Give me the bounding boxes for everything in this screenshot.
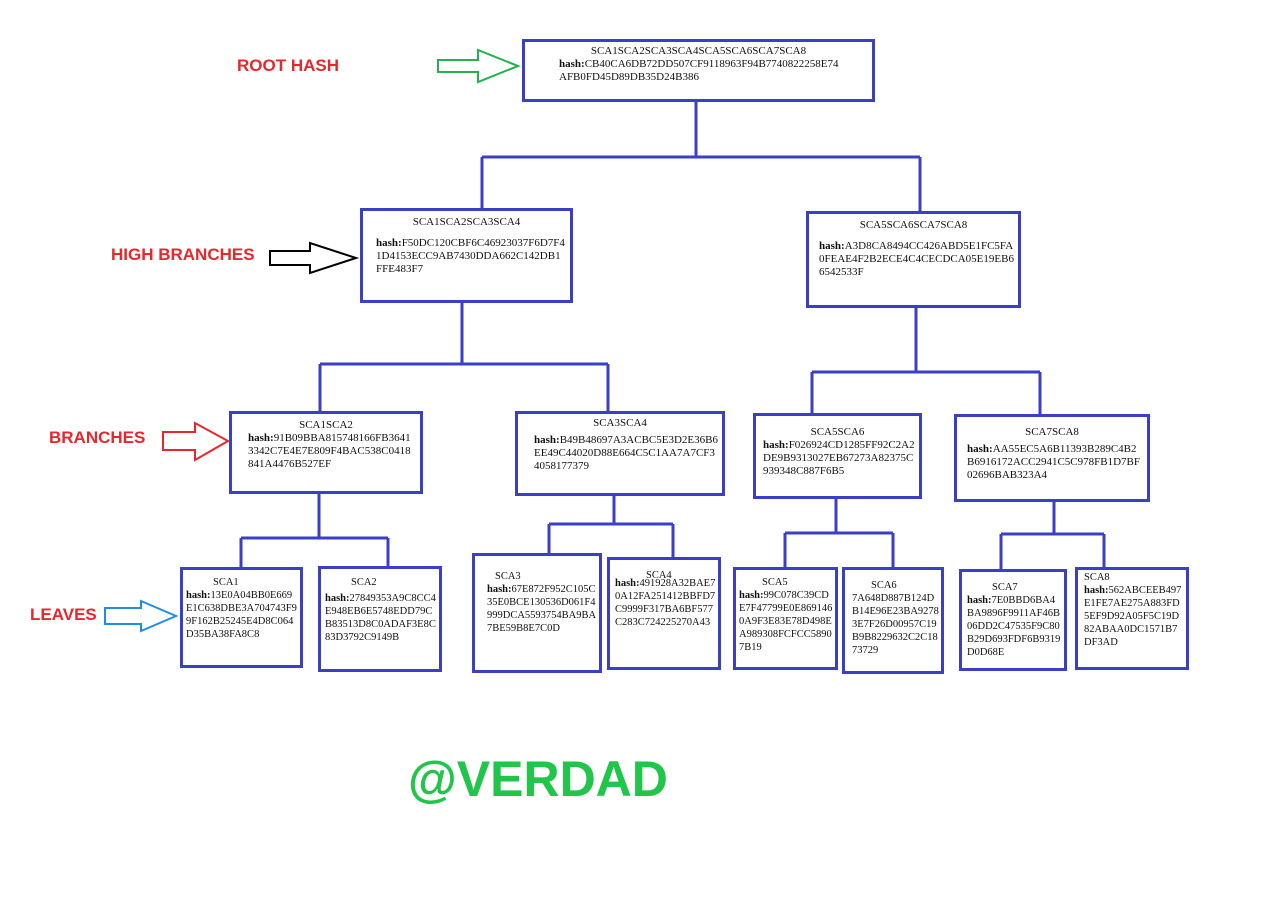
node-title: SCA8 xyxy=(1084,572,1110,583)
node-title: SCA1SCA2SCA3SCA4 xyxy=(412,216,521,228)
connector-high-left xyxy=(318,302,610,413)
leaf-node: SCA2 hash:27849353A9C8CC4E948EB6E5748EDD… xyxy=(318,566,442,672)
brand-watermark: @VERDAD xyxy=(408,751,668,807)
node-hash: hash:F026924CD1285FF92C2A2DE9B9313027EB6… xyxy=(763,439,915,477)
branch-node: SCA1SCA2 hash:91B09BBA815748166FB3641334… xyxy=(229,411,423,494)
root-node: SCA1SCA2SCA3SCA4SCA5SCA6SCA7SCA8 hash:CB… xyxy=(522,39,875,102)
leaf-node: SCA7 hash:7E0BBD6BA4BA9896F9911AF46B06DD… xyxy=(959,569,1067,671)
node-hash: hash:A3D8CA8494CC426ABD5E1FC5FA0FEAE4F2B… xyxy=(819,240,1014,278)
label-leaves: LEAVES xyxy=(30,605,97,624)
node-title: SCA1SCA2 xyxy=(299,419,353,431)
leaf-node: SCA3 hash:67E872F952C105C35E0BCE130536D0… xyxy=(472,553,602,673)
label-high-branches: HIGH BRANCHES xyxy=(111,245,255,264)
node-title: SCA3SCA4 xyxy=(593,417,647,429)
node-title: SCA2 xyxy=(351,577,377,588)
node-hash: hash:13E0A04BB0E669E1C638DBE3A704743F99F… xyxy=(186,590,297,640)
node-hash: hash:F50DC120CBF6C46923037F6D7F41D4153EC… xyxy=(376,237,565,275)
node-hash: hash:562ABCEEB497E1FE7AE275A883FD5EF9D92… xyxy=(1084,585,1182,648)
node-title: SCA1 xyxy=(213,577,239,588)
label-branches: BRANCHES xyxy=(49,428,146,447)
branch-node: SCA5SCA6 hash:F026924CD1285FF92C2A2DE9B9… xyxy=(753,413,922,499)
connector-high-right xyxy=(810,307,1042,415)
leaf-node: SCA1 hash:13E0A04BB0E669E1C638DBE3A70474… xyxy=(180,567,303,668)
connector-branch-4 xyxy=(999,501,1106,570)
high-branch-node: SCA1SCA2SCA3SCA4 hash:F50DC120CBF6C46923… xyxy=(360,208,573,303)
node-hash: hash:99C078C39CDE7F47799E0E8691460A9F3E8… xyxy=(739,590,833,653)
node-hash: hash:AA55EC5A6B11393B289C4B2B6916172ACC2… xyxy=(967,443,1140,481)
node-title: SCA3 xyxy=(495,571,521,582)
node-title: SCA5SCA6SCA7SCA8 xyxy=(859,219,968,231)
connector-root xyxy=(480,102,922,212)
node-hash: hash:7E0BBD6BA4BA9896F9911AF46B06DD2C475… xyxy=(967,595,1061,658)
node-hash: hash:27849353A9C8CC4E948EB6E5748EDD79CB8… xyxy=(325,593,436,643)
high-branch-node: SCA5SCA6SCA7SCA8 hash:A3D8CA8494CC426ABD… xyxy=(806,211,1021,308)
leaf-node: SCA4 hash:491928A32BAE70A12FA251412BBFD7… xyxy=(607,557,721,670)
node-hash: hash:91B09BBA815748166FB36413342C7E4E7E8… xyxy=(248,432,411,470)
node-hash: hash:67E872F952C105C35E0BCE130536D061F49… xyxy=(487,584,597,634)
connector-branch-2 xyxy=(547,495,675,560)
arrow-right-icon xyxy=(269,241,360,275)
node-title: SCA4 xyxy=(646,570,672,581)
node-title: SCA7 xyxy=(992,582,1018,593)
node-title: SCA5 xyxy=(762,577,788,588)
node-title: SCA1SCA2SCA3SCA4SCA5SCA6SCA7SCA8 xyxy=(590,45,807,57)
node-hash: 7A648D887B124DB14E96E23BA92783E7F26D0095… xyxy=(852,593,939,656)
label-root-hash: ROOT HASH xyxy=(237,56,339,75)
arrow-right-icon xyxy=(162,421,231,462)
node-hash: hash:CB40CA6DB72DD507CF9118963F94B774082… xyxy=(559,58,839,83)
leaf-node: SCA8 hash:562ABCEEB497E1FE7AE275A883FD5E… xyxy=(1075,567,1189,670)
arrow-right-icon xyxy=(437,48,521,84)
leaf-node: SCA5 hash:99C078C39CDE7F47799E0E8691460A… xyxy=(733,567,838,670)
node-hash: hash:B49B48697A3ACBC5E3D2E36B6EE49C44020… xyxy=(534,434,718,472)
node-hash: hash:491928A32BAE70A12FA251412BBFD7C9999… xyxy=(615,578,716,628)
node-title: SCA6 xyxy=(871,580,897,591)
connector-branch-3 xyxy=(783,498,895,568)
branch-node: SCA7SCA8 hash:AA55EC5A6B11393B289C4B2B69… xyxy=(954,414,1150,502)
node-title: SCA7SCA8 xyxy=(1025,426,1079,438)
arrow-right-icon xyxy=(104,599,179,633)
connector-branch-1 xyxy=(239,493,390,568)
branch-node: SCA3SCA4 hash:B49B48697A3ACBC5E3D2E36B6E… xyxy=(515,411,725,496)
node-title: SCA5SCA6 xyxy=(810,426,865,438)
leaf-node: SCA6 7A648D887B124DB14E96E23BA92783E7F26… xyxy=(842,567,944,674)
